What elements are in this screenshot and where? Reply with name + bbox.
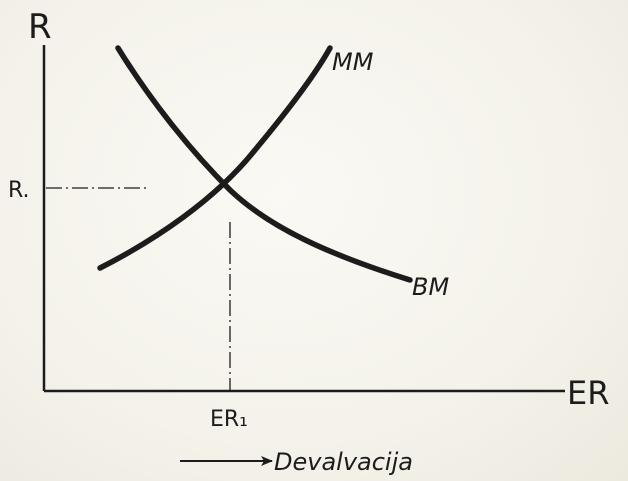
y-axis-label: R [28,7,52,47]
devaluation-caption: Devalvacija [274,448,413,476]
bm-curve [115,45,413,283]
mm-curve-label: MM [332,48,374,76]
bm-curve-label: BM [412,273,449,301]
x-axis-label: ER [567,374,609,412]
x-tick-label: ER₁ [210,407,248,432]
mm-curve [97,45,333,271]
y-tick-label: R. [8,178,30,203]
